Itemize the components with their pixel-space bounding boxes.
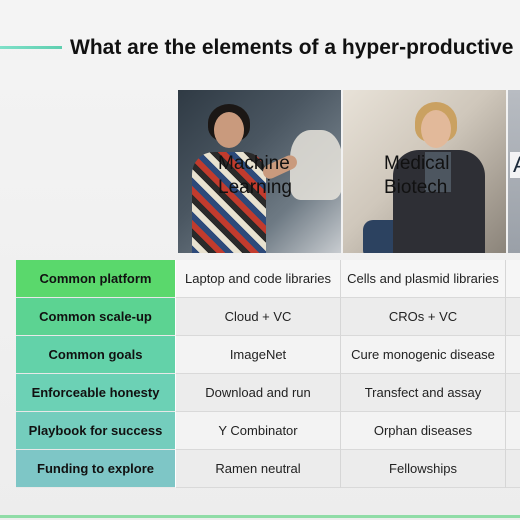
cell-third bbox=[506, 374, 520, 412]
row-header: Common platform bbox=[16, 260, 176, 298]
row-header: Funding to explore bbox=[16, 450, 176, 488]
speaker-shirt bbox=[425, 152, 451, 192]
column-header-third: A bbox=[510, 152, 520, 178]
table-row: Common goals ImageNet Cure monogenic dis… bbox=[16, 336, 520, 374]
column-header-machine-learning: Machine Learning bbox=[218, 152, 292, 200]
cell-machine-learning: Laptop and code libraries bbox=[176, 260, 341, 298]
comparison-table: Common platform Laptop and code librarie… bbox=[16, 260, 520, 488]
cell-machine-learning: Ramen neutral bbox=[176, 450, 341, 488]
row-header: Common goals bbox=[16, 336, 176, 374]
table-row: Enforceable honesty Download and run Tra… bbox=[16, 374, 520, 412]
row-header: Playbook for success bbox=[16, 412, 176, 450]
cell-third bbox=[506, 260, 520, 298]
row-header: Enforceable honesty bbox=[16, 374, 176, 412]
dog-figure bbox=[290, 130, 341, 200]
bottom-accent-line bbox=[0, 515, 520, 518]
column-header-line: Biotech bbox=[384, 177, 448, 198]
speaker-head bbox=[421, 110, 451, 148]
table-row: Common scale-up Cloud + VC CROs + VC bbox=[16, 298, 520, 336]
table-row: Common platform Laptop and code librarie… bbox=[16, 260, 520, 298]
cell-medical-biotech: CROs + VC bbox=[341, 298, 506, 336]
column-header-medical-biotech: Medical Biotech bbox=[384, 152, 449, 200]
cell-machine-learning: Y Combinator bbox=[176, 412, 341, 450]
speaker-head bbox=[214, 112, 244, 148]
cell-machine-learning: ImageNet bbox=[176, 336, 341, 374]
cell-medical-biotech: Orphan diseases bbox=[341, 412, 506, 450]
medical-biotech-photo bbox=[343, 90, 506, 253]
cell-machine-learning: Cloud + VC bbox=[176, 298, 341, 336]
title-accent-line bbox=[0, 46, 62, 49]
cell-third bbox=[506, 412, 520, 450]
table-row: Funding to explore Ramen neutral Fellows… bbox=[16, 450, 520, 488]
cell-medical-biotech: Cure monogenic disease bbox=[341, 336, 506, 374]
cell-medical-biotech: Fellowships bbox=[341, 450, 506, 488]
cell-medical-biotech: Transfect and assay bbox=[341, 374, 506, 412]
cell-third bbox=[506, 336, 520, 374]
slide-title: What are the elements of a hyper-product… bbox=[70, 36, 520, 59]
speaker-body bbox=[192, 152, 266, 253]
table-row: Playbook for success Y Combinator Orphan… bbox=[16, 412, 520, 450]
cell-third bbox=[506, 298, 520, 336]
column-header-line: Machine bbox=[218, 153, 290, 174]
cell-machine-learning: Download and run bbox=[176, 374, 341, 412]
machine-learning-photo bbox=[178, 90, 341, 253]
row-header: Common scale-up bbox=[16, 298, 176, 336]
cell-medical-biotech: Cells and plasmid libraries bbox=[341, 260, 506, 298]
cell-third bbox=[506, 450, 520, 488]
column-header-line: Learning bbox=[218, 177, 292, 198]
column-header-line: Medical bbox=[384, 153, 450, 174]
